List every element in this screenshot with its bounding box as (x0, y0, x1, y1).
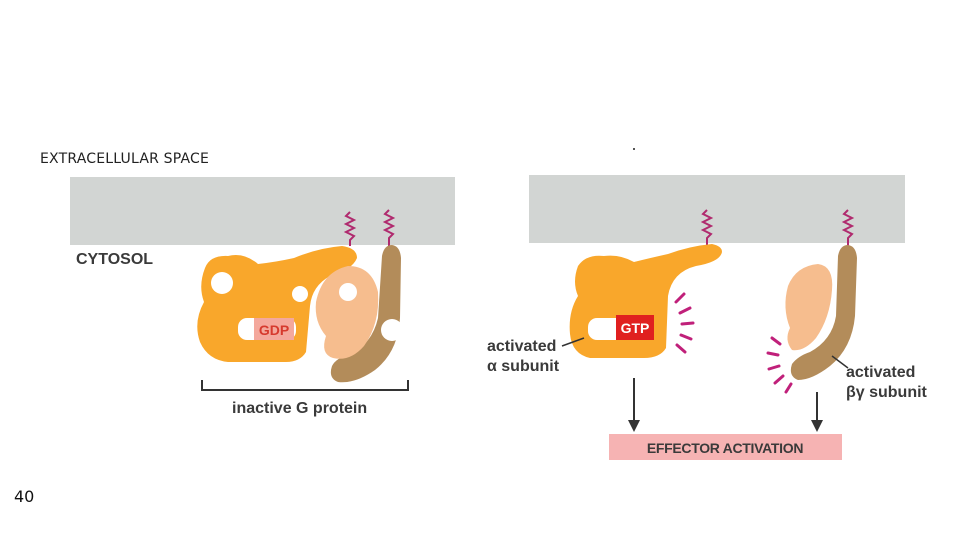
extracellular-space-label: EXTRACELLULAR SPACE (40, 151, 210, 167)
gdp-label: GDP (259, 322, 289, 338)
alpha-caption-line1: activated (487, 338, 557, 355)
activated-betagamma-caption: activated βγ subunit (846, 363, 927, 403)
alpha-white-circle-left (211, 272, 233, 294)
alpha-white-circle-right (292, 286, 308, 302)
gtp-label: GTP (621, 320, 650, 336)
betagamma-leader-line (831, 355, 849, 369)
arrow-betagamma (811, 392, 823, 432)
membrane-left (70, 177, 455, 245)
activation-spikes-betagamma (766, 336, 793, 394)
inactive-g-protein-caption: inactive G protein (232, 400, 368, 417)
beta-subunit-right (785, 264, 833, 351)
gamma-nucleotide-site (381, 319, 403, 341)
gamma-subunit-left (330, 245, 401, 383)
effector-box (609, 434, 842, 460)
alpha-leader-line (561, 337, 585, 347)
betagamma-caption-line2: βγ subunit (846, 384, 927, 401)
gdp-box (254, 318, 294, 340)
page-number: 40 (14, 487, 35, 506)
alpha-caption-line2: α subunit (487, 358, 560, 375)
lipid-anchor-gamma-right (841, 209, 855, 248)
inactive-bracket (201, 380, 409, 391)
lipid-anchor-alpha-right (700, 209, 714, 246)
beta-subunit-left (315, 266, 379, 359)
alpha-subunit-left (197, 246, 357, 362)
membrane-right (529, 175, 905, 243)
activation-spikes-alpha (674, 292, 695, 354)
arrow-alpha (628, 378, 640, 432)
beta-white-circle (339, 283, 357, 301)
betagamma-caption-line1: activated (846, 364, 916, 381)
gtp-box (616, 315, 654, 340)
lipid-anchor-gamma-left (382, 209, 396, 248)
effector-label: EFFECTOR ACTIVATION (647, 440, 804, 456)
activated-alpha-caption: activated α subunit (487, 337, 559, 377)
gamma-subunit-right (790, 245, 857, 380)
stray-dot (633, 148, 635, 150)
lipid-anchor-alpha-left (343, 211, 357, 246)
alpha-subunit-right (569, 244, 722, 358)
cytosol-label: CYTOSOL (76, 251, 154, 268)
